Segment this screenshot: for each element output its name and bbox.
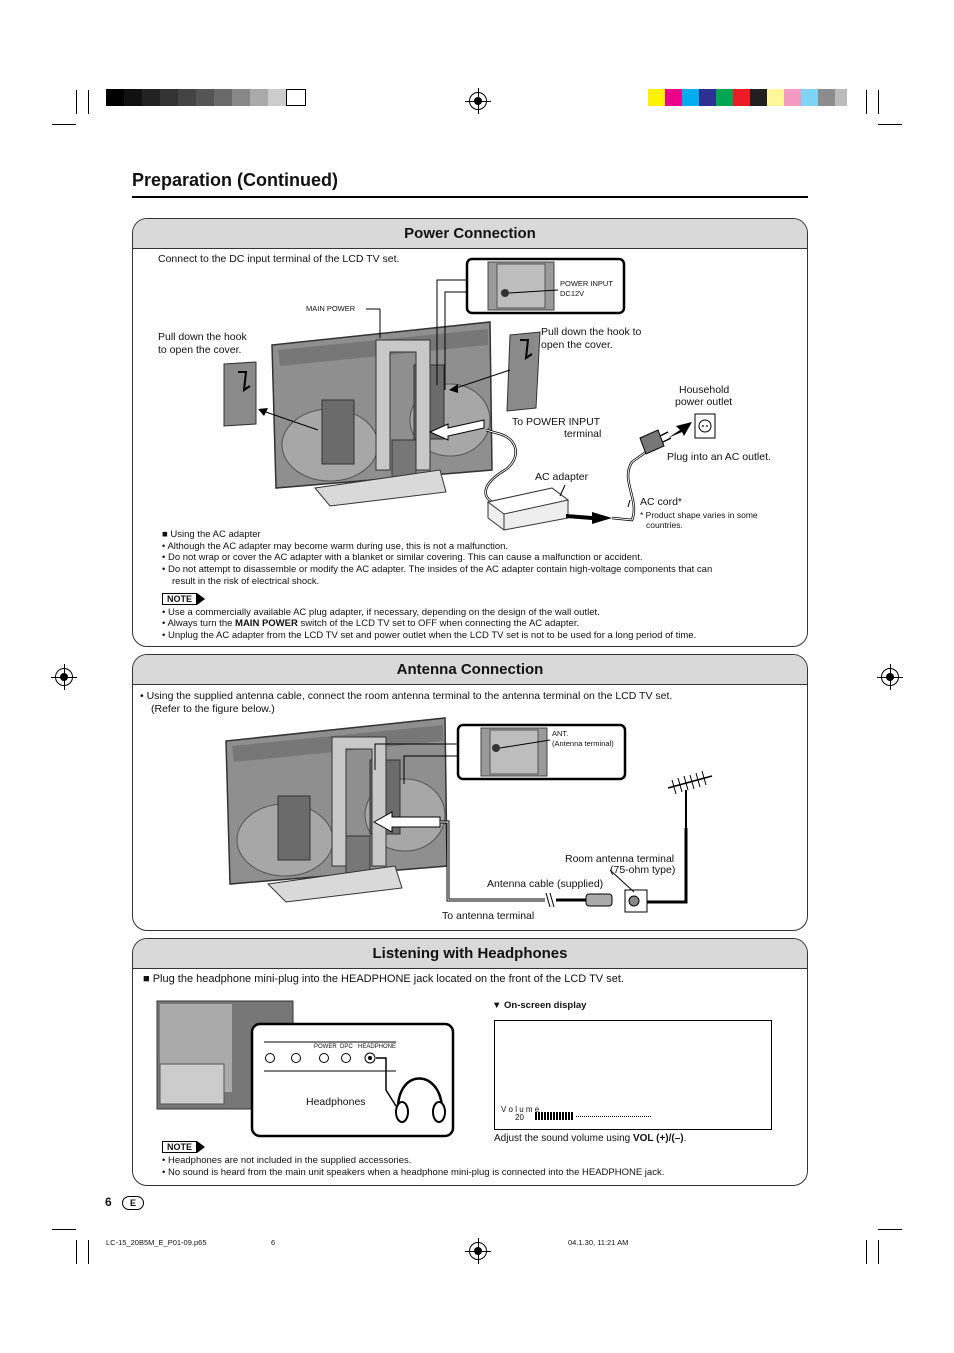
adapter-bullet-1: • Although the AC adapter may become war… <box>162 541 509 552</box>
main-power-label: MAIN POWER <box>306 304 356 313</box>
panel-power-label: POWER <box>314 1044 337 1050</box>
title-rule <box>132 196 808 198</box>
adapter-bullet-2: • Do not wrap or cover the AC adapter wi… <box>162 552 643 563</box>
plug-ac-label: Plug into an AC outlet. <box>667 451 771 463</box>
power-note-2: • Always turn the MAIN POWER switch of t… <box>162 618 580 629</box>
page-title: Preparation (Continued) <box>132 170 338 190</box>
adapter-bullet-3: • Do not attempt to disassemble or modif… <box>162 564 713 575</box>
antenna-cable-label: Antenna cable (supplied) <box>487 878 604 890</box>
volume-bar <box>535 1112 651 1120</box>
page-number: 6 <box>105 1195 112 1209</box>
to-antenna-terminal-label: To antenna terminal <box>442 910 535 922</box>
hook-left-label-2: to open the cover. <box>158 344 242 356</box>
hook-right-label-1: Pull down the hook to <box>541 326 642 338</box>
ant-label-2: (Antenna terminal) <box>552 739 614 748</box>
antenna-intro-1: • Using the supplied antenna cable, conn… <box>140 690 673 702</box>
ac-cord-label: AC cord* <box>640 496 683 508</box>
registration-mark-right <box>877 664 903 690</box>
language-badge: E <box>122 1196 144 1210</box>
footer-filename: LC-15_20B5M_E_P01-09.p65 <box>106 1238 207 1247</box>
outlet-label-2: power outlet <box>675 396 733 408</box>
footer-page: 6 <box>271 1238 276 1247</box>
hook-right-label-2: open the cover. <box>541 339 613 351</box>
power-input-label: POWER INPUT <box>560 279 613 288</box>
power-connection-heading: Power Connection <box>133 219 807 249</box>
to-power-input-label-1: To POWER INPUT <box>512 416 601 428</box>
room-antenna-label-2: (75-ohm type) <box>610 864 676 876</box>
product-shape-note-1: * Product shape varies in some <box>640 510 758 520</box>
power-note-badge: NOTE <box>162 593 206 605</box>
outlet-label-1: Household <box>679 384 730 396</box>
headphones-heading: Listening with Headphones <box>133 939 807 969</box>
registration-mark-bottom <box>465 1238 491 1264</box>
hook-left-label-1: Pull down the hook <box>158 331 247 343</box>
registration-mark-left <box>51 664 77 690</box>
footer-timestamp: 04.1.30, 11:21 AM <box>568 1238 629 1247</box>
power-note-1: • Use a commercially available AC plug a… <box>162 607 600 618</box>
volume-bar-track <box>576 1116 651 1118</box>
connect-dc-label: Connect to the DC input terminal of the … <box>158 253 400 265</box>
to-power-input-label-2: terminal <box>564 428 602 440</box>
onscreen-display-label: ▼ On-screen display <box>492 1000 587 1011</box>
product-shape-note-2: countries. <box>646 520 683 530</box>
panel-headphone-label: HEADPHONE <box>358 1044 397 1050</box>
headphones-label: Headphones <box>306 1096 366 1108</box>
headphones-note-badge: NOTE <box>162 1141 206 1153</box>
volume-label: V o l u m e <box>501 1105 540 1114</box>
headphones-note-1: • Headphones are not included in the sup… <box>162 1155 412 1166</box>
power-input-dc-label: DC12V <box>560 289 585 298</box>
antenna-connection-heading: Antenna Connection <box>133 655 807 685</box>
headphones-intro: ■ Plug the headphone mini-plug into the … <box>143 973 624 985</box>
registration-mark-top <box>465 88 491 114</box>
room-antenna-label-1: Room antenna terminal <box>565 853 675 865</box>
volume-value: 20 <box>515 1113 524 1122</box>
power-note-3: • Unplug the AC adapter from the LCD TV … <box>162 630 697 641</box>
onscreen-display: V o l u m e 20 <box>494 1020 772 1130</box>
headphones-note-2: • No sound is heard from the main unit s… <box>162 1167 665 1178</box>
using-adapter-heading: ■ Using the AC adapter <box>162 529 261 540</box>
adjust-volume-label: Adjust the sound volume using VOL (+)/(–… <box>494 1133 687 1144</box>
volume-bar-fill <box>535 1112 574 1120</box>
ant-label-1: ANT. <box>552 729 569 738</box>
antenna-intro-2: (Refer to the figure below.) <box>151 703 275 715</box>
ac-adapter-label: AC adapter <box>535 471 589 483</box>
adapter-bullet-3-cont: result in the risk of electrical shock. <box>172 576 320 587</box>
panel-dpc-label: DPC <box>340 1044 353 1050</box>
